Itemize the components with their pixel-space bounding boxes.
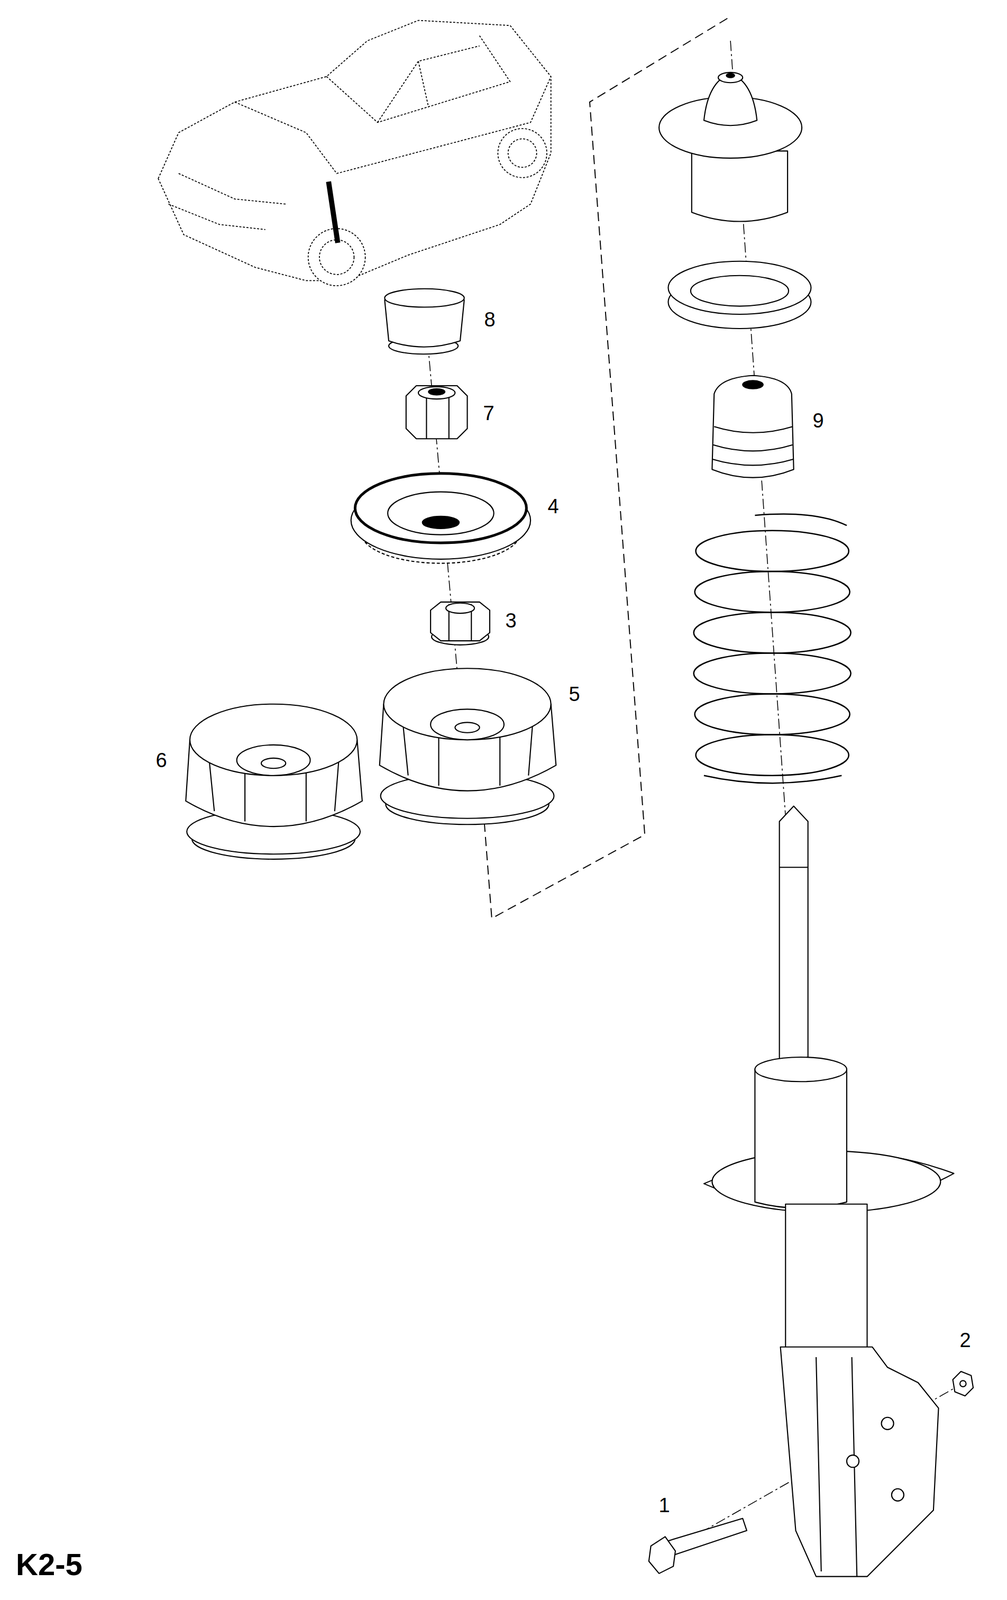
- car-sketch: [158, 20, 552, 286]
- nut: [953, 1370, 974, 1396]
- figure-code: K2-5: [15, 1548, 83, 1580]
- dust-cap: [384, 288, 464, 354]
- callout-number: 7: [482, 403, 494, 424]
- callout-number: 1: [658, 1494, 670, 1515]
- bolt: [648, 1517, 747, 1573]
- spring-seat: [667, 261, 811, 329]
- bump-stop: [711, 375, 794, 478]
- hex-nut: [406, 385, 468, 439]
- top-mount: [658, 72, 802, 222]
- callout-number: 8: [483, 309, 496, 330]
- flange-nut: [430, 601, 490, 645]
- callout-number: 2: [959, 1329, 971, 1350]
- callout-number: 9: [812, 410, 824, 431]
- strut-highlight: [328, 181, 338, 243]
- strut-mount: [379, 667, 557, 825]
- coil-spring: [693, 514, 851, 784]
- strut-bearing: [351, 473, 531, 564]
- callout-number: 4: [547, 496, 559, 517]
- strut-mount: [185, 703, 363, 859]
- shock-absorber: [703, 806, 955, 1577]
- callout-number: 6: [155, 749, 167, 771]
- callout-number: 3: [505, 610, 517, 631]
- callout-number: 5: [568, 683, 580, 704]
